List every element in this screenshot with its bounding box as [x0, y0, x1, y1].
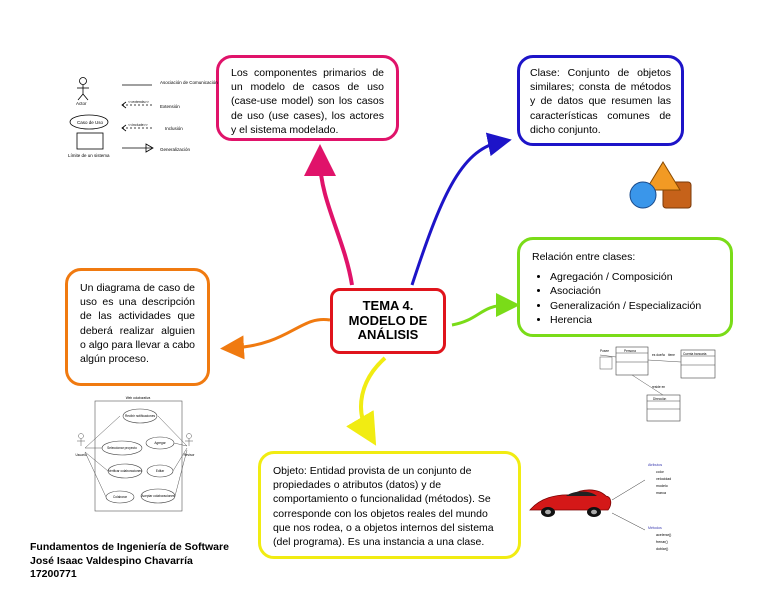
footer-id: 17200771 — [30, 568, 77, 581]
class-definition-node[interactable]: Clase: Conjunto de objetos similares; co… — [517, 55, 684, 146]
central-topic-line2: MODELO DE — [348, 312, 428, 328]
arrow-to-left — [220, 317, 331, 360]
central-topic-node[interactable]: TEMA 4. MODELO DE ANÁLISIS — [330, 288, 446, 354]
list-item: Generalización / Especialización — [550, 299, 718, 313]
use-case-diagram-definition-text: Un diagrama de caso de uso es una descri… — [80, 282, 195, 365]
object-definition-text: Objeto: Entidad provista de un conjunto … — [273, 465, 494, 548]
arrow-to-relations — [451, 293, 520, 327]
footer-author: José Isaac Valdespino Chavarría — [30, 554, 193, 567]
list-item: Herencia — [550, 313, 718, 327]
arrow-to-object — [346, 356, 387, 446]
class-relations-node[interactable]: Relación entre clases: Agregación / Comp… — [517, 237, 733, 337]
list-item: Agregación / Composición — [550, 270, 718, 284]
class-relations-list: Agregación / Composición Asociación Gene… — [532, 270, 718, 327]
class-relations-title: Relación entre clases: — [532, 251, 636, 263]
arrow-to-top — [304, 144, 354, 286]
class-definition-text: Clase: Conjunto de objetos similares; co… — [530, 67, 671, 136]
list-item: Asociación — [550, 284, 718, 298]
use-case-components-text: Los componentes primarios de un modelo d… — [231, 67, 384, 136]
use-case-diagram-definition-node[interactable]: Un diagrama de caso de uso es una descri… — [65, 268, 210, 386]
footer-course: Fundamentos de Ingeniería de Software — [30, 541, 229, 553]
central-topic-line1: TEMA 4. — [362, 297, 414, 313]
arrow-to-right — [410, 132, 512, 286]
use-case-components-node[interactable]: Los componentes primarios de un modelo d… — [216, 55, 399, 141]
central-topic-line3: ANÁLISIS — [357, 327, 419, 343]
object-definition-node[interactable]: Objeto: Entidad provista de un conjunto … — [258, 451, 521, 559]
author-footer: Fundamentos de Ingeniería de Software Jo… — [30, 541, 229, 582]
